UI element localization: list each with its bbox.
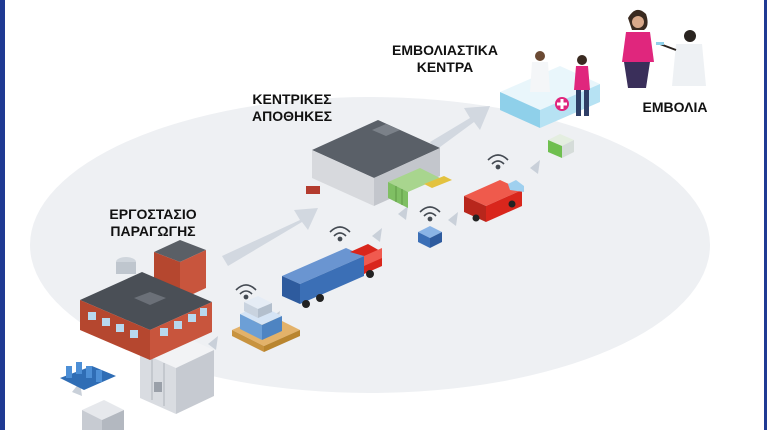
factory-label: ΕΡΓΟΣΤΑΣΙΟ ΠΑΡΑΓΩΓΗΣ [88,206,218,240]
factory-label-line2: ΠΑΡΑΓΩΓΗΣ [110,223,196,239]
freezer-icon [140,334,214,414]
wifi-icon [329,226,351,242]
sensor-box-icon [548,134,574,158]
sensor-box-icon [82,400,124,430]
sensor-box-icon [418,226,442,248]
factory-icon [80,240,212,360]
warehouses-label-line1: ΚΕΝΤΡΙΚΕΣ [252,91,332,107]
warehouses-label: ΚΕΝΤΡΙΚΕΣ ΑΠΟΘΗΚΕΣ [232,91,352,125]
left-frame-border [0,0,5,430]
vaccination-centers-label-line1: ΕΜΒΟΛΙΑΣΤΙΚΑ [391,42,499,58]
vaccination-label: ΕΜΒΟΛΙΑ [620,99,730,116]
delivery-van-icon [464,180,524,222]
clinic-counter-icon [500,51,600,128]
vaccination-label-text: ΕΜΒΟΛΙΑ [642,99,708,115]
flow-arrow-icon [222,208,318,266]
wifi-icon [419,206,441,222]
wifi-icon [487,154,509,170]
vaccination-icon [622,9,706,88]
vaccination-centers-label: ΕΜΒΟΛΙΑΣΤΙΚΑ ΚΕΝΤΡΑ [385,42,505,76]
wifi-icon [235,284,257,300]
right-frame-border [764,0,767,430]
flow-arrow-icon [430,106,490,150]
semi-truck-icon [282,244,382,308]
vaccination-centers-label-line2: ΚΕΝΤΡΑ [416,59,474,75]
warehouses-label-line2: ΑΠΟΘΗΚΕΣ [252,108,332,124]
warehouse-icon [306,120,452,208]
pallet-icon [232,296,300,352]
factory-label-line1: ΕΡΓΟΣΤΑΣΙΟ [109,206,197,222]
vials-icon [60,362,116,390]
